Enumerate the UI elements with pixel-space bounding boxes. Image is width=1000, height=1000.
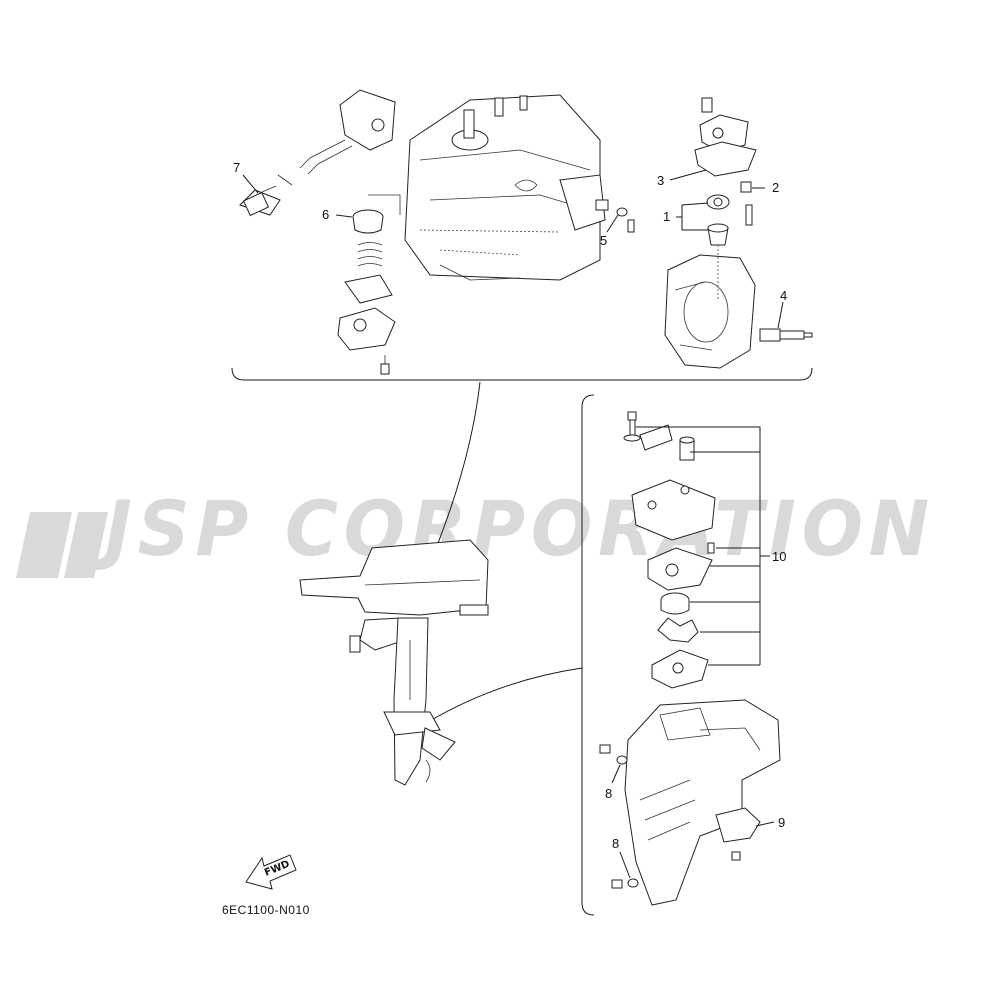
leader-7 (242, 174, 259, 194)
powerhead-drawing (404, 94, 606, 281)
callout-9: 9 (778, 815, 785, 830)
watermark: JSP CORPORATION (16, 484, 935, 578)
callout-8-lower: 8 (612, 836, 619, 851)
callout-2: 2 (772, 180, 779, 195)
top-group-bracket (231, 367, 813, 381)
callout-5: 5 (600, 233, 607, 248)
part-8-lower-bolt-drawing (611, 878, 639, 889)
leader-3 (669, 169, 707, 181)
callout-3: 3 (657, 173, 664, 188)
leader-4 (777, 301, 784, 329)
leader-9 (755, 821, 775, 827)
thermostat-stack-drawing (337, 242, 396, 375)
leader-8-lower (619, 851, 631, 879)
drawing-code: 6EC1100-N010 (222, 903, 310, 917)
part-4-spark-plug-drawing (759, 328, 813, 342)
callout-7: 7 (233, 160, 240, 175)
callout-4: 4 (780, 288, 787, 303)
leader-6 (335, 214, 353, 218)
callout-8-upper: 8 (605, 786, 612, 801)
part-9-anode-drawing (715, 807, 761, 861)
fwd-arrow-icon: FWD (245, 854, 297, 890)
callout-10: 10 (772, 549, 786, 564)
outboard-motor-drawing (299, 539, 489, 786)
part-1-thermostat-drawing (706, 194, 753, 246)
fuel-pump-drawing (277, 89, 396, 186)
leader-10-bracket (636, 426, 761, 666)
lower-unit-leader-line (427, 667, 583, 723)
part-8-upper-bolt-drawing (599, 744, 628, 765)
part-5-bolt-drawing (595, 199, 635, 233)
right-group-bracket (581, 394, 595, 916)
part-2-pin-drawing (740, 181, 752, 193)
water-pump-drawing (623, 411, 716, 689)
leader-6-bracket (368, 194, 401, 215)
part-7-fuel-connector (239, 185, 281, 217)
watermark-logo-icon (16, 512, 108, 578)
leader-1-bracket (681, 202, 709, 231)
watermark-text: JSP CORPORATION (93, 484, 935, 573)
part-6-thermostat-cover (352, 209, 384, 234)
part-3-thermostat-cover-drawing (694, 97, 757, 177)
leader-5 (606, 214, 619, 233)
leader-8-upper (611, 764, 621, 784)
lower-unit-drawing (624, 699, 781, 906)
cylinder-head-drawing (664, 245, 756, 369)
callout-1: 1 (663, 209, 670, 224)
callout-6: 6 (322, 207, 329, 222)
